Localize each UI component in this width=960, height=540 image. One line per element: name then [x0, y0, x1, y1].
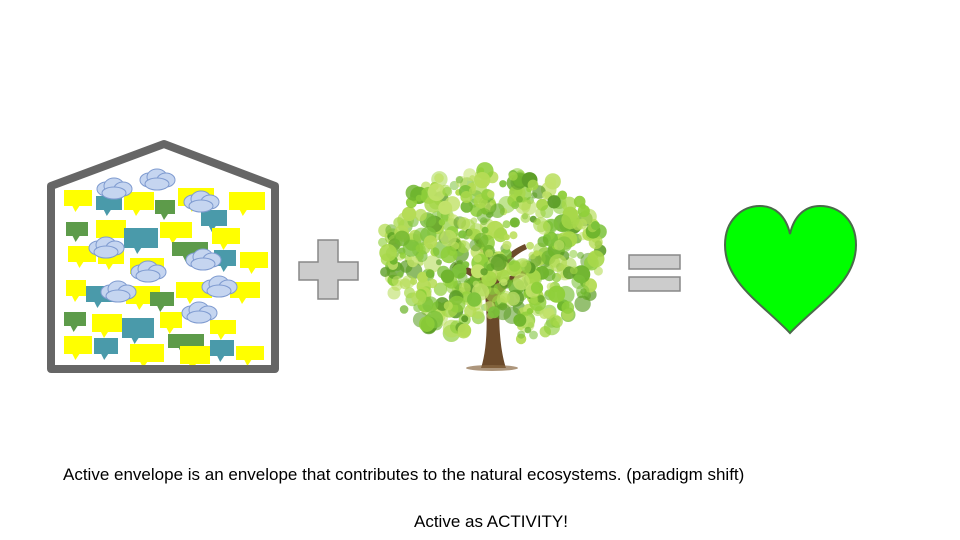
plus-icon	[298, 239, 359, 300]
thought-cloud	[88, 236, 125, 259]
speech-bubble	[96, 196, 122, 216]
tagline-text: Active as ACTIVITY!	[414, 512, 568, 531]
thought-cloud	[181, 301, 218, 324]
speech-bubble	[155, 200, 175, 220]
speech-bubble	[229, 192, 265, 216]
speech-bubble	[150, 292, 174, 312]
speech-bubble	[66, 280, 86, 302]
speech-bubble	[64, 190, 92, 212]
speech-bubble	[92, 314, 122, 338]
speech-bubbles-group	[64, 168, 268, 366]
speech-bubble	[124, 192, 154, 216]
speech-bubble	[180, 346, 210, 366]
tree-foliage	[378, 162, 607, 345]
thought-cloud	[139, 168, 176, 191]
speech-bubble	[160, 312, 182, 334]
thought-cloud	[96, 177, 133, 200]
thought-cloud	[183, 190, 220, 213]
speech-bubble	[230, 282, 260, 304]
speech-bubble	[210, 340, 234, 362]
speech-bubble	[68, 246, 96, 268]
speech-bubble	[240, 252, 268, 274]
caption-text: Active envelope is an envelope that cont…	[63, 465, 745, 484]
speech-bubble	[201, 210, 227, 232]
speech-bubble	[212, 228, 240, 250]
tree-icon	[378, 162, 607, 371]
tree-roots	[466, 365, 518, 371]
house-with-speech-bubbles-icon	[47, 140, 279, 373]
speech-bubble	[122, 318, 154, 344]
thought-cloud	[185, 248, 222, 271]
speech-bubble	[172, 242, 208, 262]
speech-bubble	[130, 344, 164, 366]
heart-icon	[723, 204, 858, 335]
speech-bubble	[64, 336, 92, 360]
speech-bubble	[94, 338, 118, 360]
speech-bubble	[64, 312, 86, 332]
thought-cloud	[201, 275, 238, 298]
speech-bubble	[160, 222, 192, 244]
speech-bubble	[210, 320, 236, 340]
speech-bubble	[124, 228, 158, 254]
thought-cloud	[130, 260, 167, 283]
equals-icon	[628, 254, 681, 292]
thought-cloud	[100, 280, 137, 303]
speech-bubble	[66, 222, 88, 242]
speech-bubble	[168, 334, 204, 354]
house-frame	[47, 140, 279, 373]
speech-bubble	[236, 346, 264, 366]
